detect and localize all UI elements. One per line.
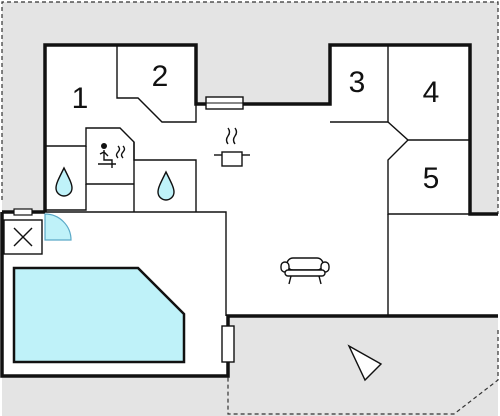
water-drop-icon	[157, 170, 175, 201]
sofa-icon	[280, 257, 330, 285]
windows	[13, 96, 244, 363]
interior-walls	[45, 45, 470, 316]
compass-arrow-icon	[347, 344, 383, 382]
water-drop-icon	[55, 166, 73, 197]
room-label-4: 4	[423, 76, 440, 109]
exterior-walls	[0, 43, 498, 378]
door-swing	[44, 213, 72, 241]
room-label-2: 2	[152, 60, 169, 93]
room-label-1: 1	[72, 82, 89, 115]
pool	[12, 266, 186, 364]
room-label-3: 3	[349, 66, 366, 99]
sauna-icon	[98, 143, 126, 168]
cooking-pot-icon	[214, 127, 250, 167]
cross-box-icon	[3, 219, 43, 255]
room-label-5: 5	[423, 162, 440, 195]
